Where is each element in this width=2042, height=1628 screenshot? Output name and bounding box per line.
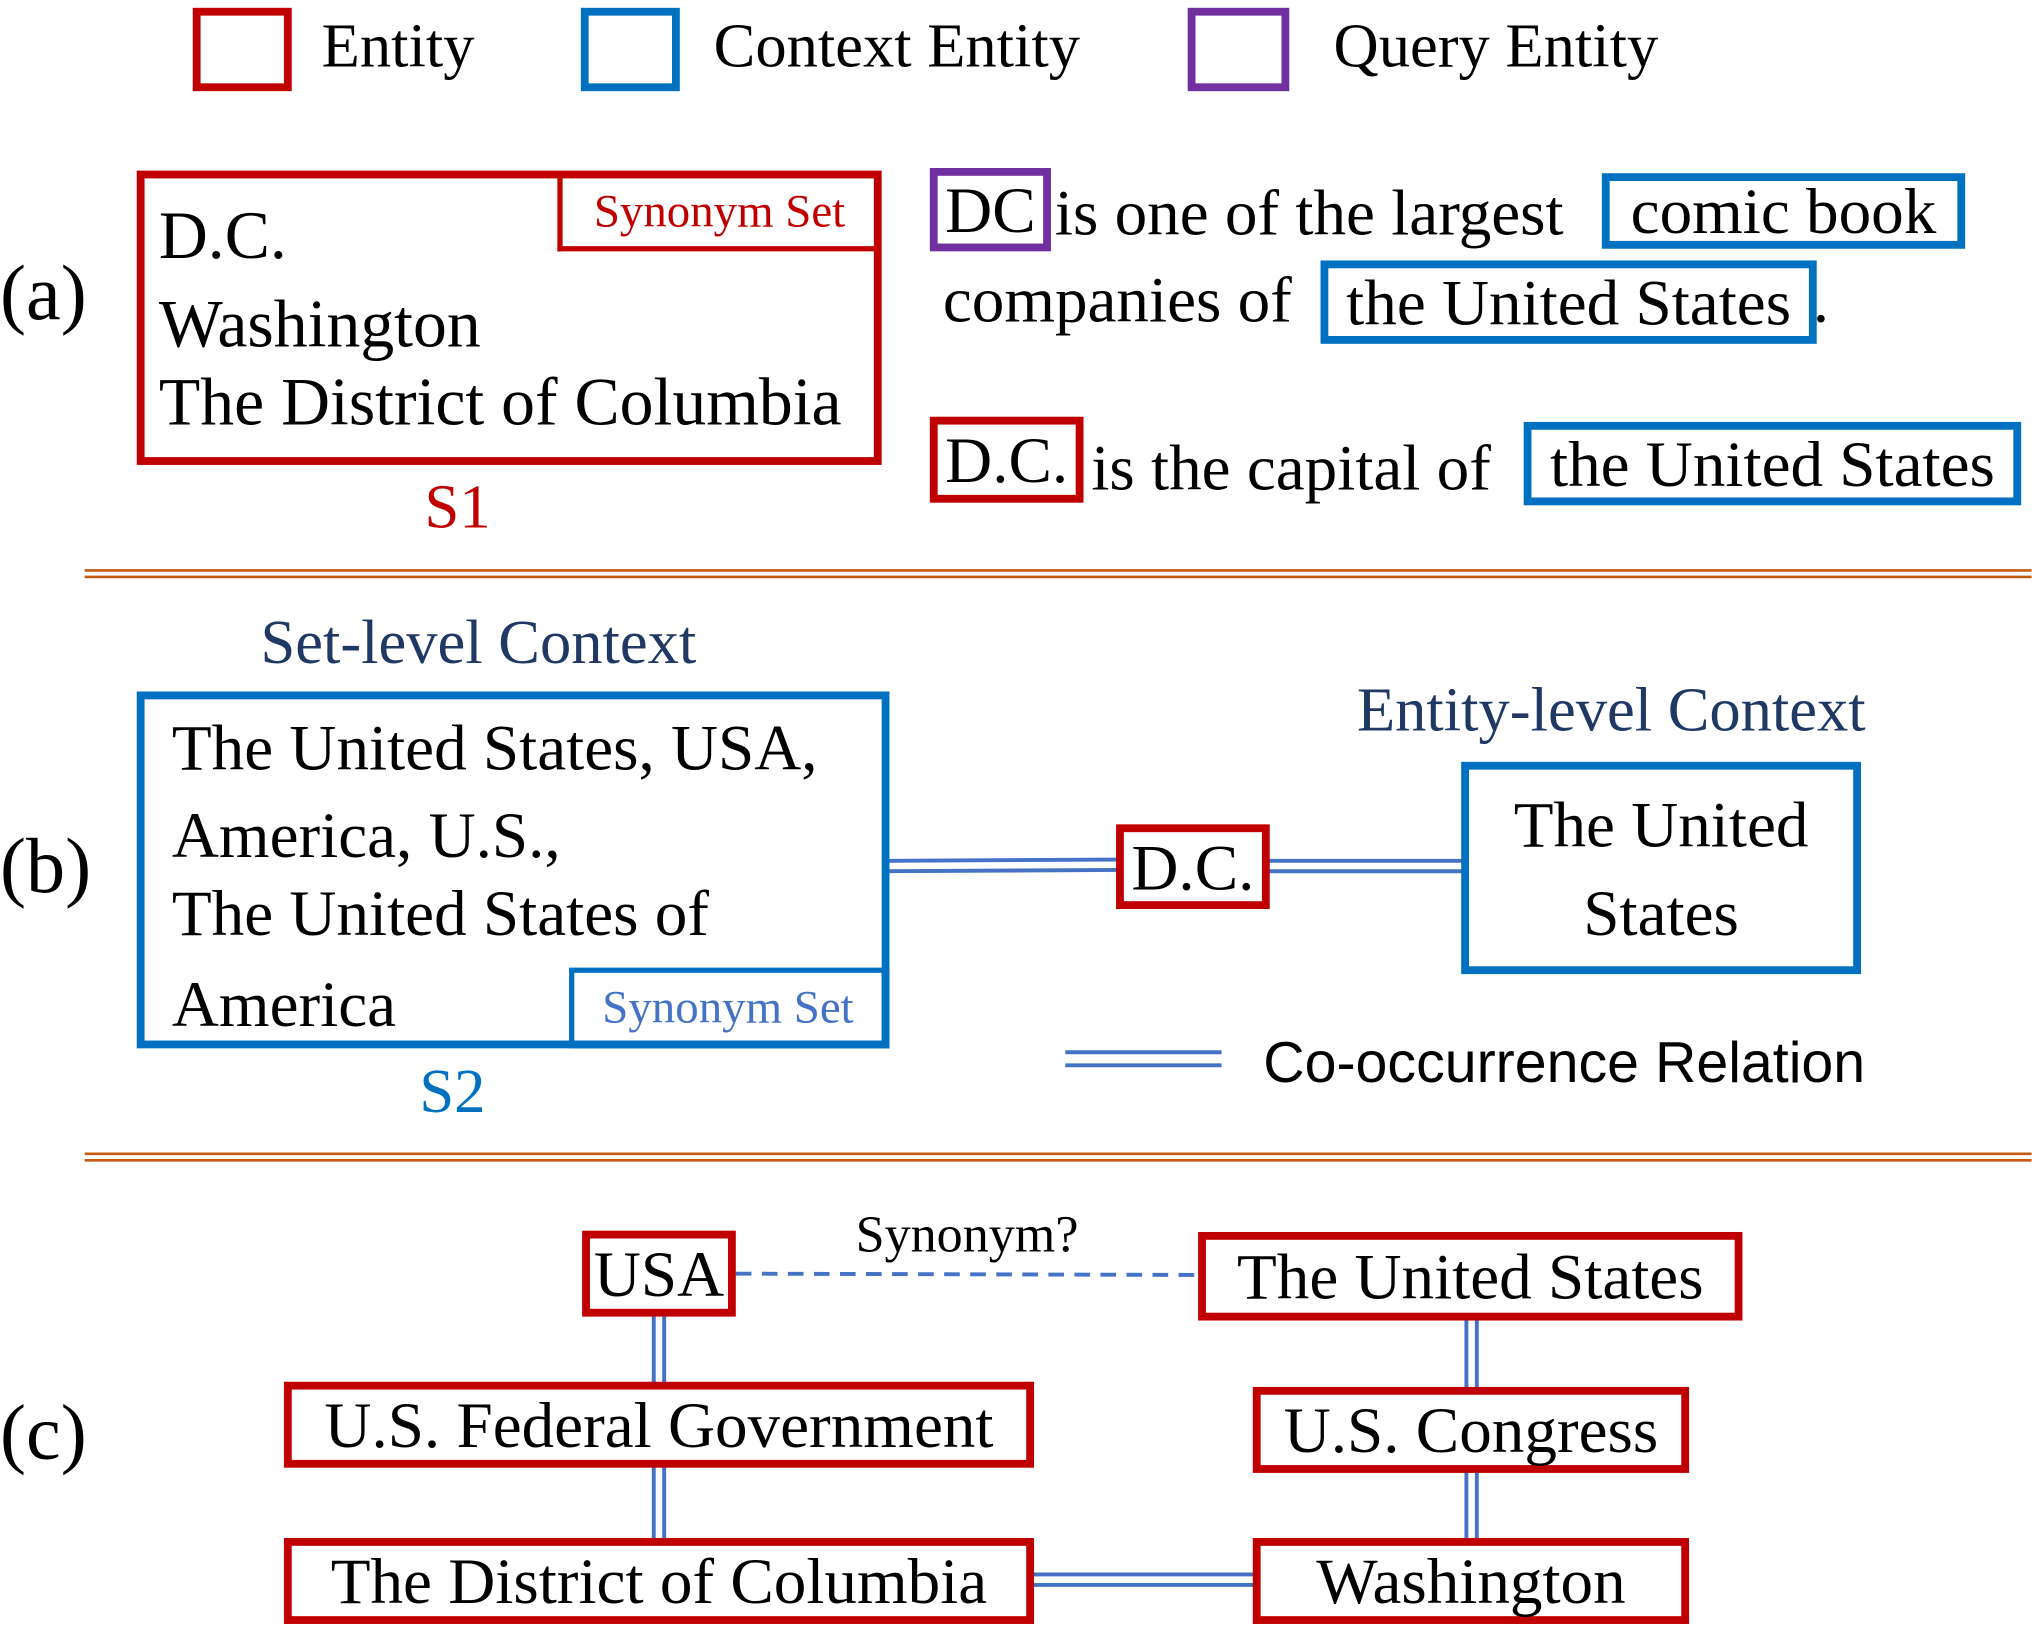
- entity-dc: D.C.: [929, 416, 1084, 503]
- synonym-dashed-line: [735, 1271, 1201, 1277]
- s1-item: Washington: [158, 287, 481, 363]
- entity-level-context-title: Entity-level Context: [1356, 675, 1866, 745]
- sentence2-text: is the capital of: [1091, 431, 1491, 504]
- legend-co-occurrence-label: Co-occurrence Relation: [1263, 1031, 1866, 1096]
- s2-line: America: [171, 967, 397, 1041]
- s2-line: The United States of: [171, 876, 709, 950]
- legend-entity-label: Entity: [321, 11, 475, 81]
- node-federal-government: U.S. Federal Government: [283, 1381, 1035, 1468]
- set-level-context-title: Set-level Context: [260, 608, 697, 678]
- legend-context-label: Context Entity: [713, 11, 1081, 81]
- panel-c-label: (c): [0, 1389, 87, 1476]
- node-district-of-columbia: The District of Columbia: [283, 1538, 1035, 1624]
- sentence1-text: is one of the largest: [1054, 175, 1564, 249]
- entity-context-line: States: [1583, 875, 1739, 949]
- entity-context-line: The United: [1513, 787, 1809, 861]
- sentence1-text: companies of: [942, 263, 1292, 336]
- node-washington: Washington: [1252, 1538, 1690, 1624]
- relation-s2-dc: [886, 857, 1118, 863]
- entity-dc: D.C.: [1116, 824, 1270, 910]
- s2-line: America, U.S.,: [171, 798, 561, 872]
- section-separators: [84, 569, 2032, 1162]
- s2-name: S2: [419, 1057, 486, 1127]
- synonym-set-tag-s2: Synonym Set: [569, 967, 890, 1049]
- context-entity-united-states: the United States: [1320, 260, 1817, 344]
- node-united-states: The United States: [1198, 1231, 1743, 1321]
- panel-a-label: (a): [0, 250, 87, 336]
- legend-query-swatch: [1187, 7, 1290, 92]
- synonym-set-tag-s1: Synonym Set: [557, 175, 877, 252]
- synonym-set-s2: [136, 691, 890, 1049]
- sentence1-period: .: [1812, 263, 1830, 336]
- s2-line: The United States, USA,: [171, 711, 818, 784]
- legend-entity-swatch: [192, 7, 292, 92]
- s1-name: S1: [424, 472, 491, 542]
- context-entity-united-states: the United States: [1523, 421, 2022, 506]
- synonym-set-s1: [136, 170, 882, 465]
- legend-query-label: Query Entity: [1333, 11, 1659, 81]
- synonym-question: Synonym?: [855, 1204, 1079, 1264]
- node-congress: U.S. Congress: [1252, 1386, 1690, 1473]
- entity-context-box: The United States: [1461, 761, 1861, 975]
- query-entity-dc: DC: [929, 167, 1051, 252]
- s1-item: The District of Columbia: [158, 365, 842, 441]
- context-entity-comic-book: comic book: [1601, 173, 1966, 249]
- node-usa: USA: [582, 1230, 736, 1317]
- s1-item: D.C.: [158, 199, 287, 274]
- panel-b-label: (b): [0, 823, 92, 910]
- legend-context-swatch: [580, 7, 680, 92]
